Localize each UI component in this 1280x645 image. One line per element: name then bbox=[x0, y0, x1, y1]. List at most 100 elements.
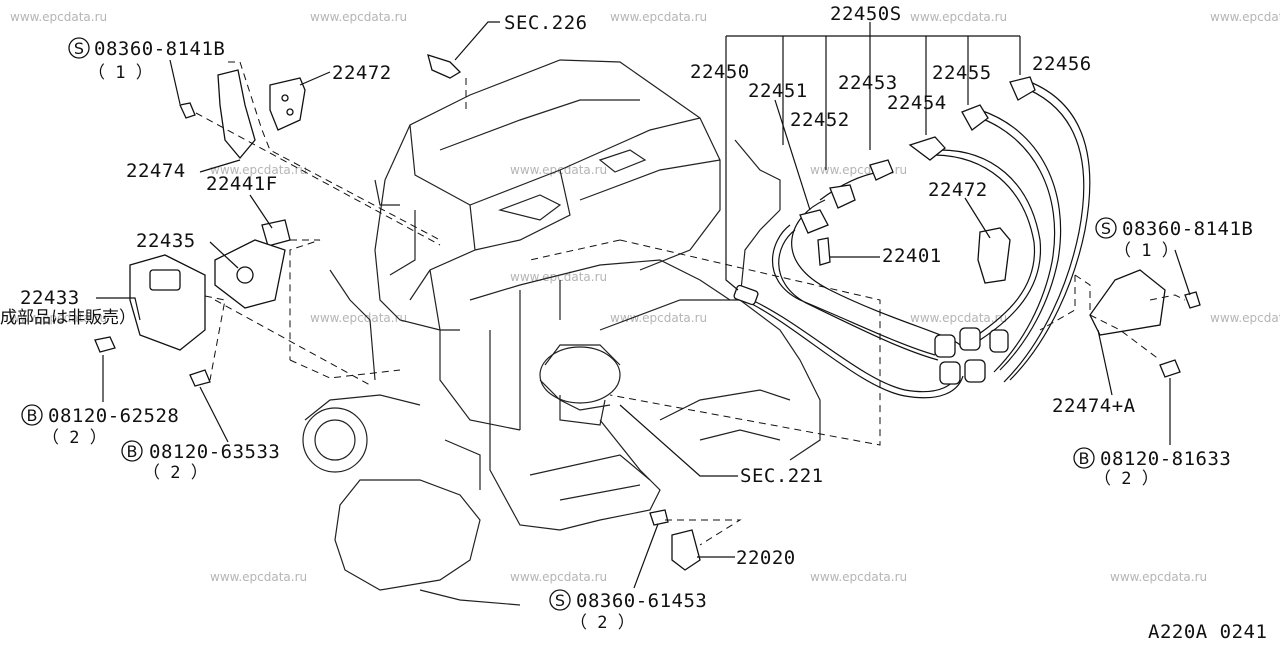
watermark-text: www.epcdata.ru bbox=[1110, 570, 1207, 584]
distributor-boot bbox=[989, 329, 1009, 353]
bolt bbox=[94, 336, 116, 353]
assembly-lines bbox=[195, 61, 1186, 546]
watermark-text: www.epcdata.ru bbox=[810, 570, 907, 584]
sensor-part bbox=[427, 54, 462, 79]
part-labels: SEC.226 22450S 22450 22451 22452 22453 2… bbox=[0, 3, 1267, 643]
bolt bbox=[1184, 291, 1201, 309]
label-22455[interactable]: 22455 bbox=[932, 62, 992, 84]
bolt bbox=[179, 102, 196, 119]
fastener-b2[interactable]: B 08120-63533 （ 2 ） bbox=[121, 440, 280, 483]
plug-boot bbox=[829, 184, 856, 209]
label-22472[interactable]: 22472 bbox=[332, 62, 392, 84]
watermark-text: www.epcdata.ru bbox=[610, 10, 707, 24]
fastener-prefix: S bbox=[1101, 219, 1111, 238]
bracket-22474 bbox=[217, 69, 256, 160]
fastener-type-badge bbox=[121, 440, 143, 462]
spark-plug-22401 bbox=[817, 237, 831, 266]
distributor-boot bbox=[939, 361, 961, 385]
fastener-type-badge bbox=[1095, 217, 1117, 239]
fastener-type-badge bbox=[68, 37, 90, 59]
label-22472[interactable]: 22472 bbox=[928, 179, 988, 201]
label-22452[interactable]: 22452 bbox=[790, 109, 850, 131]
cable-boot bbox=[733, 284, 759, 306]
ignition-cables bbox=[733, 76, 1091, 399]
distributor-boot bbox=[934, 334, 956, 358]
label-22450[interactable]: 22450 bbox=[690, 61, 750, 83]
label-sec226[interactable]: SEC.226 bbox=[504, 12, 588, 34]
bolt bbox=[1159, 359, 1181, 378]
bolt bbox=[189, 369, 211, 387]
watermark-text: www.epcdata.ru bbox=[910, 10, 1007, 24]
fastener-number: 08360-8141B bbox=[1122, 218, 1253, 240]
fastener-qty: （ 2 ） bbox=[42, 428, 107, 448]
label-22474[interactable]: 22474 bbox=[126, 160, 186, 182]
watermark-text: www.epcdata.ru bbox=[1210, 311, 1280, 325]
bracket-22474A bbox=[1089, 269, 1166, 336]
label-22456[interactable]: 22456 bbox=[1032, 53, 1092, 75]
plug-boot bbox=[961, 104, 989, 131]
watermark-text: www.epcdata.ru bbox=[10, 10, 107, 24]
watermark-text: www.epcdata.ru bbox=[510, 270, 607, 284]
fastener-s2[interactable]: S 08360-61453 （ 2 ） bbox=[549, 589, 707, 633]
label-22454[interactable]: 22454 bbox=[887, 92, 947, 114]
fastener-number: 08120-63533 bbox=[149, 441, 280, 463]
label-22435[interactable]: 22435 bbox=[136, 230, 196, 252]
fastener-number: 08360-8141B bbox=[94, 38, 225, 60]
watermark-text: www.epcdata.ru bbox=[510, 570, 607, 584]
label-22433-note: 成部品は非販売） bbox=[0, 308, 136, 328]
fastener-b3[interactable]: B 08120-81633 （ 2 ） bbox=[1073, 447, 1231, 489]
watermark-text: www.epcdata.ru bbox=[310, 311, 407, 325]
label-22453[interactable]: 22453 bbox=[838, 72, 898, 94]
bolt bbox=[649, 509, 669, 526]
engine-block-drawing bbox=[302, 59, 821, 606]
watermark-text: www.epcdata.ru bbox=[310, 10, 407, 24]
plug-boot bbox=[799, 209, 829, 234]
cable-clamp-22472 bbox=[977, 227, 1011, 284]
label-22441F[interactable]: 22441F bbox=[206, 173, 278, 195]
watermark-text: www.epcdata.ru bbox=[610, 311, 707, 325]
watermark-text: www.epcdata.ru bbox=[210, 163, 307, 177]
fastener-prefix: S bbox=[74, 39, 84, 58]
fastener-number: 08120-62528 bbox=[48, 405, 179, 427]
fastener-number: 08120-81633 bbox=[1100, 448, 1231, 470]
fastener-qty: （ 1 ） bbox=[88, 63, 153, 83]
cable-clamp-22472 bbox=[269, 77, 306, 131]
fastener-qty: （ 2 ） bbox=[143, 463, 208, 483]
fastener-qty: （ 2 ） bbox=[570, 613, 635, 633]
label-22020[interactable]: 22020 bbox=[736, 547, 796, 569]
fastener-prefix: B bbox=[1079, 449, 1090, 468]
watermark-text: www.epcdata.ru bbox=[1210, 10, 1280, 24]
fastener-type-badge bbox=[549, 589, 571, 611]
label-22433[interactable]: 22433 bbox=[20, 287, 80, 309]
fastener-s3[interactable]: S 08360-8141B （ 1 ） bbox=[1095, 217, 1253, 261]
plug-boot bbox=[908, 136, 946, 161]
watermark-text: www.epcdata.ru bbox=[910, 311, 1007, 325]
label-22474A[interactable]: 22474+A bbox=[1052, 395, 1136, 417]
fastener-type-badge bbox=[1073, 447, 1095, 469]
leader-lines bbox=[96, 21, 1191, 589]
fastener-qty: （ 2 ） bbox=[1094, 469, 1159, 489]
fastener-number: 08360-61453 bbox=[576, 590, 707, 612]
fastener-s1[interactable]: S 08360-8141B （ 1 ） bbox=[68, 37, 225, 83]
distributor-boot bbox=[959, 327, 981, 351]
sensor-22020 bbox=[671, 529, 701, 571]
watermark-text: www.epcdata.ru bbox=[10, 311, 107, 325]
label-22450S[interactable]: 22450S bbox=[830, 3, 902, 25]
small-parts bbox=[94, 54, 1201, 571]
label-sec221[interactable]: SEC.221 bbox=[740, 465, 824, 487]
fastener-qty: （ 1 ） bbox=[1114, 241, 1179, 261]
distributor-boot bbox=[964, 359, 986, 383]
fastener-prefix: B bbox=[27, 406, 38, 425]
label-22451[interactable]: 22451 bbox=[748, 80, 808, 102]
fastener-callouts: S 08360-8141B （ 1 ） B 08120-62528 （ 2 ） … bbox=[21, 37, 1253, 633]
ignition-coil-22433 bbox=[129, 254, 206, 351]
fastener-prefix: B bbox=[127, 442, 138, 461]
fastener-prefix: S bbox=[555, 591, 565, 610]
bracket-22441F bbox=[261, 219, 291, 247]
fastener-type-badge bbox=[21, 404, 43, 426]
label-22401[interactable]: 22401 bbox=[882, 245, 942, 267]
fastener-b1[interactable]: B 08120-62528 （ 2 ） bbox=[21, 404, 179, 448]
watermark-text: www.epcdata.ru bbox=[210, 570, 307, 584]
